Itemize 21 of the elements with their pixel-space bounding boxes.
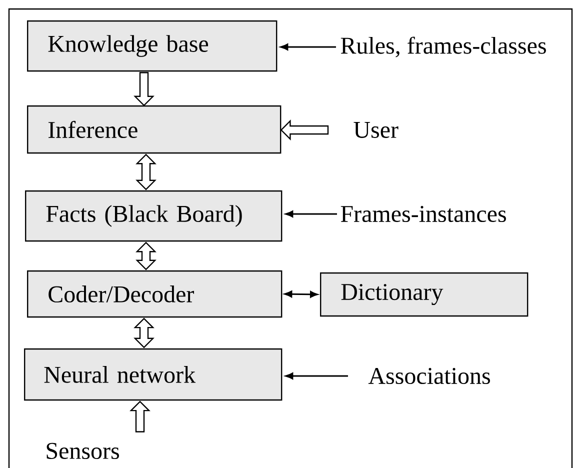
block-arrow [134,318,154,348]
block-arrow [136,154,156,190]
block-arrow [130,400,150,432]
process-box: Coder/Decoder [27,270,282,318]
input-label: Frames-instances [340,206,506,222]
arrow [285,210,337,218]
process-box: Dictionary [320,272,528,317]
process-box: Neural network [24,348,282,401]
arrow [280,44,336,50]
arrow [284,290,318,298]
input-label: User [354,122,398,138]
block-arrow [136,242,156,270]
process-box: Knowledge base [27,20,278,72]
input-label: Associations [368,368,490,384]
arrow [285,372,348,380]
input-label: Rules, frames-classes [340,36,546,58]
process-box: Facts (Black Board) [25,190,282,242]
process-box: Inference [27,105,282,154]
input-label: Sensors [46,442,119,460]
block-arrow [280,120,329,140]
block-arrow [134,72,154,106]
